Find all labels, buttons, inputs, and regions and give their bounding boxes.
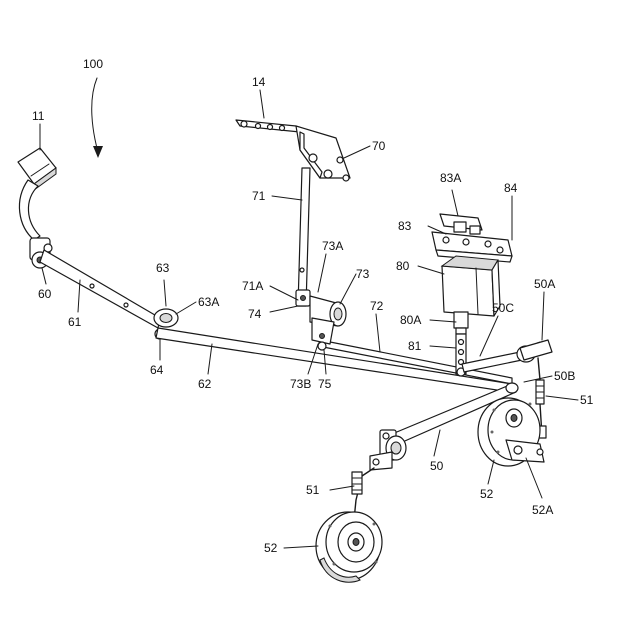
pedal-11: [18, 148, 56, 240]
label-61: 61: [68, 315, 82, 329]
label-73a: 73A: [322, 239, 343, 253]
label-71: 71: [252, 189, 266, 203]
label-74: 74: [248, 307, 262, 321]
label-100: 100: [83, 57, 103, 71]
label-52a: 52A: [532, 503, 553, 517]
label-52-bottom: 52: [264, 541, 278, 555]
label-14: 14: [252, 75, 266, 89]
assembly-arrow-head: [93, 146, 103, 158]
joint-73: [296, 290, 346, 350]
label-51-right: 51: [580, 393, 594, 407]
label-83: 83: [398, 219, 412, 233]
label-81: 81: [408, 339, 422, 353]
label-84: 84: [504, 181, 518, 195]
assembly-arrow-line: [92, 78, 98, 152]
label-70: 70: [372, 139, 386, 153]
label-80: 80: [396, 259, 410, 273]
label-83a: 83A: [440, 171, 461, 185]
link-61: [40, 250, 160, 328]
label-51-bottom: 51: [306, 483, 320, 497]
label-50c: 50C: [492, 301, 514, 315]
label-75: 75: [318, 377, 332, 391]
label-73b: 73B: [290, 377, 311, 391]
label-73: 73: [356, 267, 370, 281]
label-50b: 50B: [554, 369, 575, 383]
label-11: 11: [32, 109, 45, 123]
label-60: 60: [38, 287, 52, 301]
link-71: [298, 168, 310, 306]
brake-drum-52-bottom: [316, 512, 382, 582]
label-63a: 63A: [198, 295, 219, 309]
label-50a: 50A: [534, 277, 555, 291]
label-71a: 71A: [242, 279, 263, 293]
label-64: 64: [150, 363, 164, 377]
label-63: 63: [156, 261, 170, 275]
label-80a: 80A: [400, 313, 421, 327]
label-50: 50: [430, 459, 444, 473]
brake-drum-52-right: [478, 398, 544, 466]
label-72: 72: [370, 299, 384, 313]
label-52-right: 52: [480, 487, 494, 501]
bracket-84: [432, 214, 512, 262]
label-62: 62: [198, 377, 212, 391]
bracket-14: [236, 120, 350, 181]
actuator-80: [442, 256, 500, 334]
